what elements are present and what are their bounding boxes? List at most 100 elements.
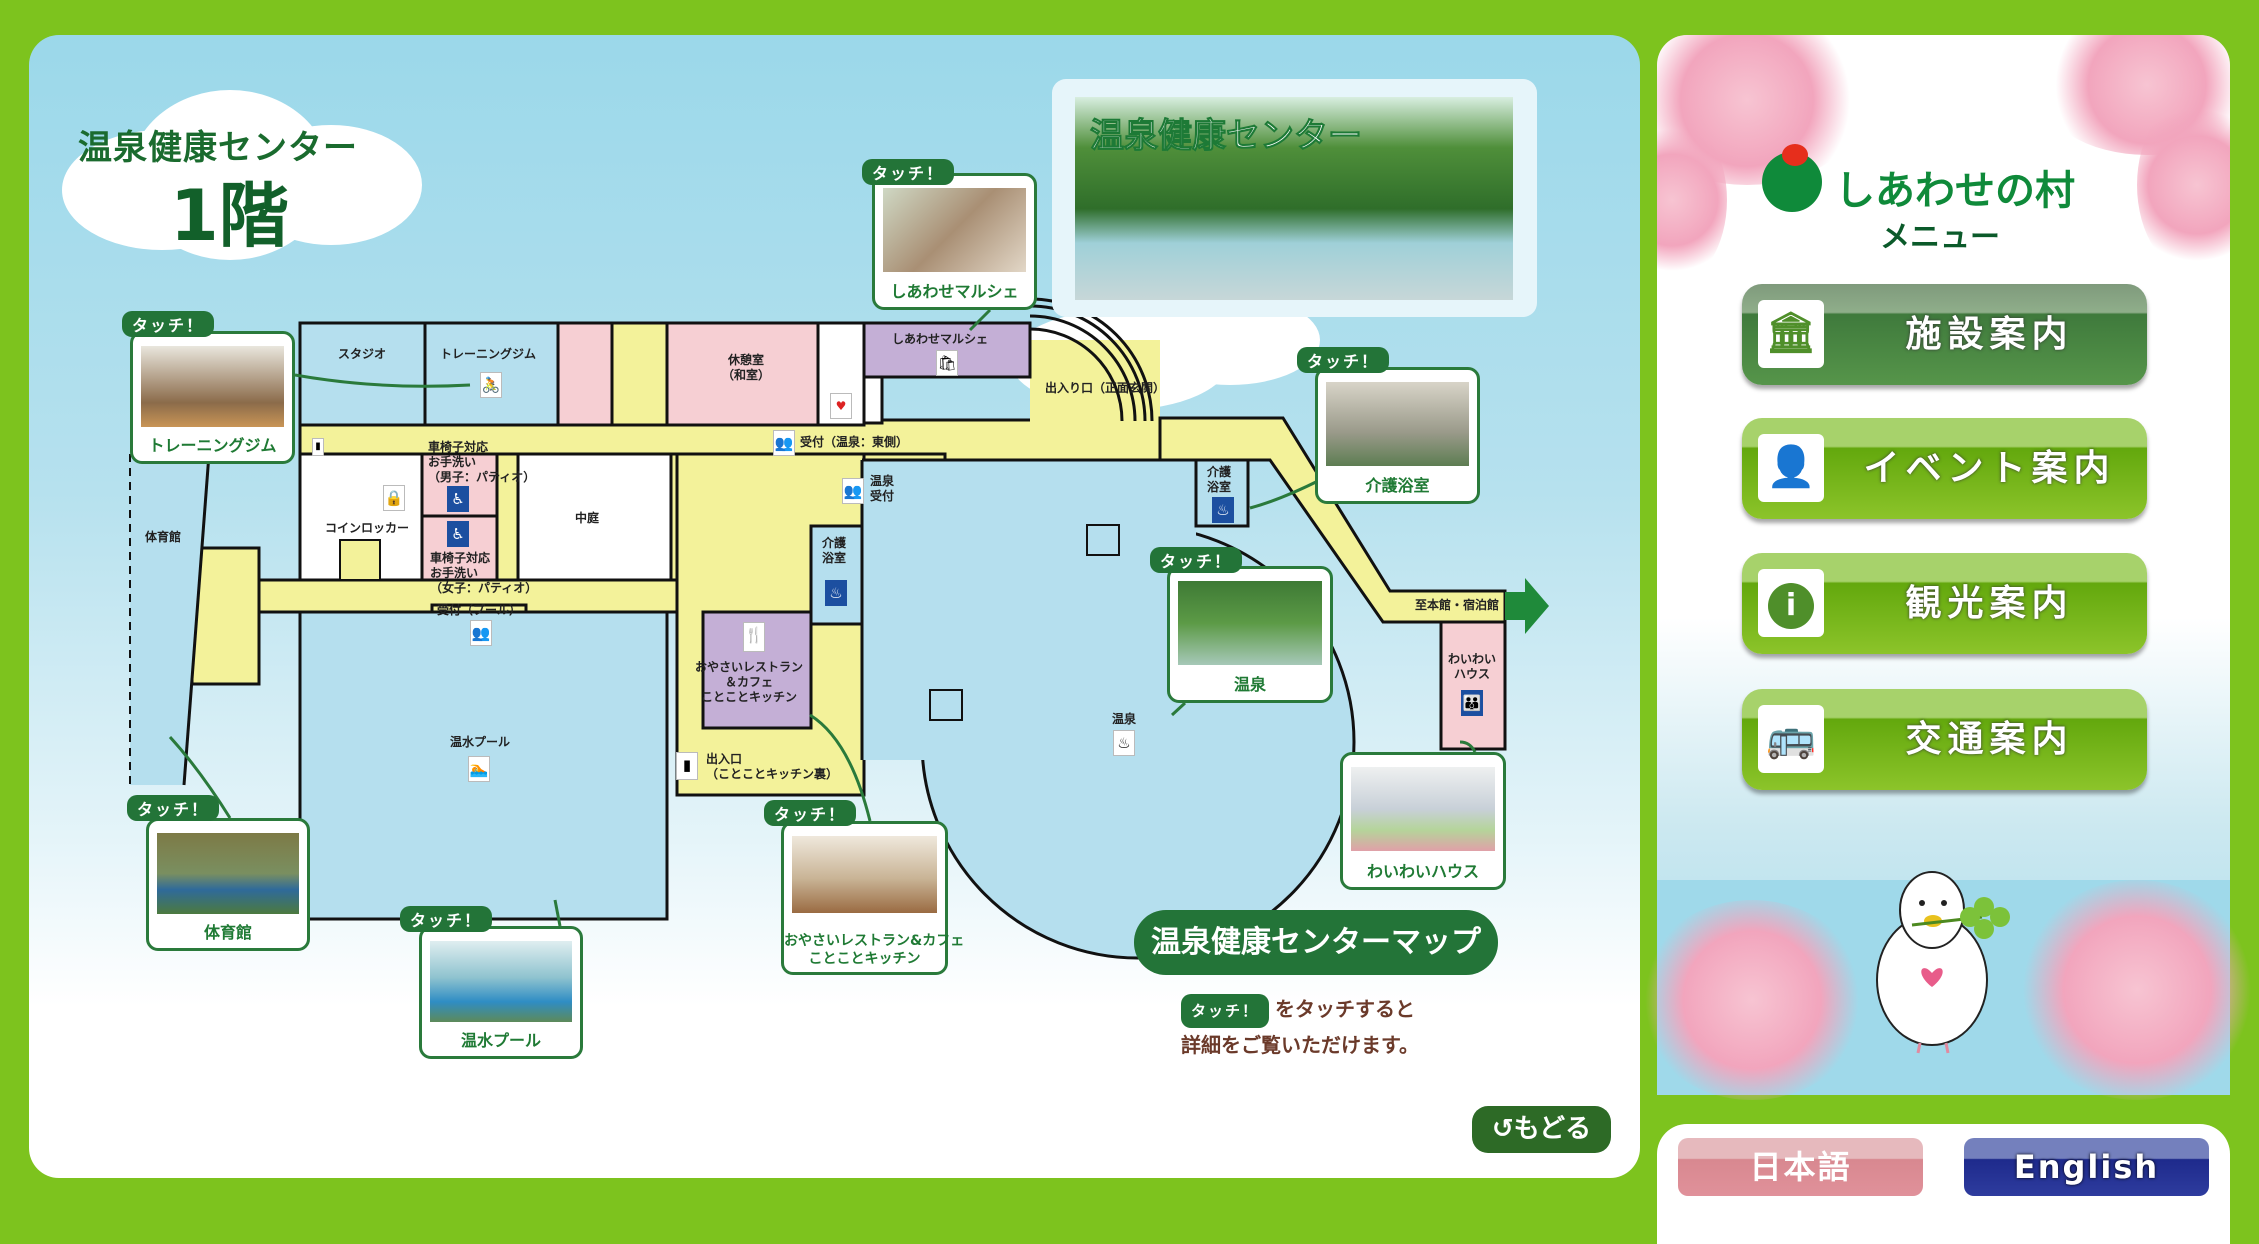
room-care-bath-west — [809, 524, 864, 626]
room-label-marche: しあわせマルシェ — [892, 332, 989, 346]
touch-tag[interactable]: タッチ！ — [122, 311, 215, 337]
title-cloud-part — [240, 125, 422, 245]
callout-label: しあわせマルシェ — [890, 282, 1019, 301]
onsen-photo — [1178, 581, 1322, 665]
wheelchair-icon: ♿ — [447, 486, 469, 512]
instructions: タッチ！をタッチすると 詳細をご覧いただけます。 — [1181, 992, 1419, 1062]
courtyard-label: 中庭 — [575, 511, 600, 525]
care-bath-west-label: 介護浴室 — [822, 536, 846, 566]
cherry-blossom-decoration — [2017, 880, 2257, 1100]
room-courtyard — [516, 452, 673, 582]
back-button[interactable]: ↺もどる — [1472, 1106, 1611, 1153]
mascot-bird — [1876, 871, 2010, 1054]
onsen-east-reception-label: 受付（温泉：東側） — [800, 435, 909, 449]
logo-text: しあわせの村 — [1835, 168, 2075, 214]
callout-marche[interactable]: しあわせマルシェ — [872, 173, 1037, 310]
touch-tag[interactable]: タッチ！ — [1150, 547, 1243, 573]
main-entrance-label: 出入り口（正面玄関） — [1045, 381, 1166, 395]
coin-locker-icon: 🔒 — [383, 485, 405, 511]
rest-room-sub: （和室） — [722, 368, 771, 382]
touch-tag[interactable]: タッチ！ — [1297, 347, 1390, 373]
callout-pool[interactable]: 温水プール — [419, 926, 583, 1059]
callout-care-bath[interactable]: 介護浴室 — [1315, 367, 1480, 504]
kitchen-exit-line1: 出入口 — [706, 752, 743, 766]
onsen-reception-line2: 受付 — [870, 489, 895, 503]
menu-button-transport[interactable]: 🚌 交通案内 — [1742, 689, 2147, 790]
care-bath-photo — [1326, 382, 1469, 466]
cherry-blossom-decoration — [2137, 95, 2230, 275]
wc-women-line3: （女子：パティオ） — [430, 581, 538, 595]
coin-locker-label: コインロッカー — [325, 521, 410, 535]
callout-label: 介護浴室 — [1365, 476, 1430, 495]
room-studio — [298, 321, 427, 427]
restaurant-line1: おやさいレストラン — [695, 660, 804, 674]
hero-photo — [1075, 97, 1513, 300]
wc-men-line1: 車椅子対応 — [428, 440, 489, 454]
hero-caption: 温泉健康センター — [1090, 116, 1363, 157]
arrow-right-icon — [1505, 578, 1549, 634]
floor-title: 1階 — [170, 175, 289, 257]
door-icon: ▮ — [676, 752, 698, 780]
wc-men-line3: （男子：パティオ） — [428, 470, 536, 484]
restaurant-icon: 🍴 — [743, 622, 765, 652]
rest-room-name: 休憩室 — [728, 353, 765, 367]
swimming-icon: 🏊 — [468, 756, 490, 782]
info-icon: i — [1758, 569, 1824, 637]
waiwai-line1: わいわい — [1448, 652, 1497, 666]
kids-play-icon: 👪 — [1461, 690, 1483, 716]
onsen-reception-line1: 温泉 — [870, 474, 895, 488]
care-bath-east-label: 介護浴室 — [1207, 465, 1231, 495]
touch-tag[interactable]: タッチ！ — [127, 795, 220, 821]
touch-tag[interactable]: タッチ！ — [400, 906, 493, 932]
marche-photo — [883, 188, 1026, 272]
care-bath-line1: 介護 — [822, 536, 847, 550]
menu-button-facilities[interactable]: 🏛 施設案内 — [1742, 284, 2147, 385]
callout-label: わいわいハウス — [1366, 862, 1479, 881]
gymnasium-photo — [157, 833, 299, 915]
callout-label: おやさいレストラン&カフェことことキッチン — [784, 932, 964, 968]
callout-label: トレーニングジム — [148, 436, 277, 455]
touch-tag[interactable]: タッチ！ — [862, 159, 955, 185]
menu-button-label: イベント案内 — [1863, 448, 2116, 489]
callout-waiwai-house[interactable]: わいわいハウス — [1340, 752, 1506, 890]
cherry-blossom-decoration — [1637, 900, 1867, 1100]
menu-heading: メニュー — [1880, 220, 2000, 255]
callout-gymnasium[interactable]: 体育館 — [146, 818, 310, 951]
reader-icon: 👤 — [1758, 434, 1824, 502]
callout-label-line1: おやさいレストラン&カフェ — [784, 933, 965, 949]
aed-icon: ♥ — [830, 393, 852, 419]
restaurant-line3: ことことキッチン — [701, 690, 798, 704]
facility-title: 温泉健康センター — [78, 128, 358, 168]
reception-icon: 👥 — [842, 478, 864, 504]
wc-men-line2: お手洗い — [428, 455, 477, 469]
menu-button-label: 観光案内 — [1905, 583, 2074, 624]
wc-women-line2: お手洗い — [430, 566, 479, 580]
wc-men-label: 車椅子対応お手洗い（男子：パティオ） — [428, 440, 535, 485]
accessible-bath-icon: ♨ — [1212, 497, 1234, 523]
waiwai-line2: ハウス — [1454, 667, 1491, 681]
room-rest — [665, 321, 820, 427]
training-gym-photo — [141, 346, 284, 428]
restaurant-label: おやさいレストラン＆カフェことことキッチン — [695, 660, 803, 705]
menu-button-sightseeing[interactable]: i 観光案内 — [1742, 553, 2147, 654]
onsen-reception-label: 温泉受付 — [870, 474, 894, 504]
callout-onsen[interactable]: 温泉 — [1167, 566, 1333, 703]
menu-button-events[interactable]: 👤 イベント案内 — [1742, 418, 2147, 519]
callout-label: 温水プール — [460, 1031, 541, 1050]
room-label-studio: スタジオ — [338, 347, 387, 361]
to-main-building-label: 至本館・宿泊館 — [1415, 598, 1500, 612]
callout-restaurant[interactable]: おやさいレストラン&カフェことことキッチン — [781, 821, 964, 975]
language-english-button[interactable]: English — [1964, 1138, 2209, 1196]
language-japanese-button[interactable]: 日本語 — [1678, 1138, 1923, 1196]
restaurant-line2: ＆カフェ — [725, 675, 774, 689]
touch-badge: タッチ！ — [1181, 994, 1270, 1028]
waiwai-photo — [1351, 767, 1495, 852]
reception-icon: 👥 — [470, 620, 492, 646]
callout-training-gym[interactable]: トレーニングジム — [130, 331, 295, 464]
map-title: 温泉健康センターマップ — [1134, 910, 1498, 975]
kitchen-exit-label: 出入口（ことことキッチン裏） — [706, 752, 838, 782]
touch-tag[interactable]: タッチ！ — [764, 800, 857, 826]
gymnasium-label: 体育館 — [145, 530, 182, 544]
floor-plan — [129, 295, 1549, 960]
wc-women-line1: 車椅子対応 — [430, 551, 491, 565]
